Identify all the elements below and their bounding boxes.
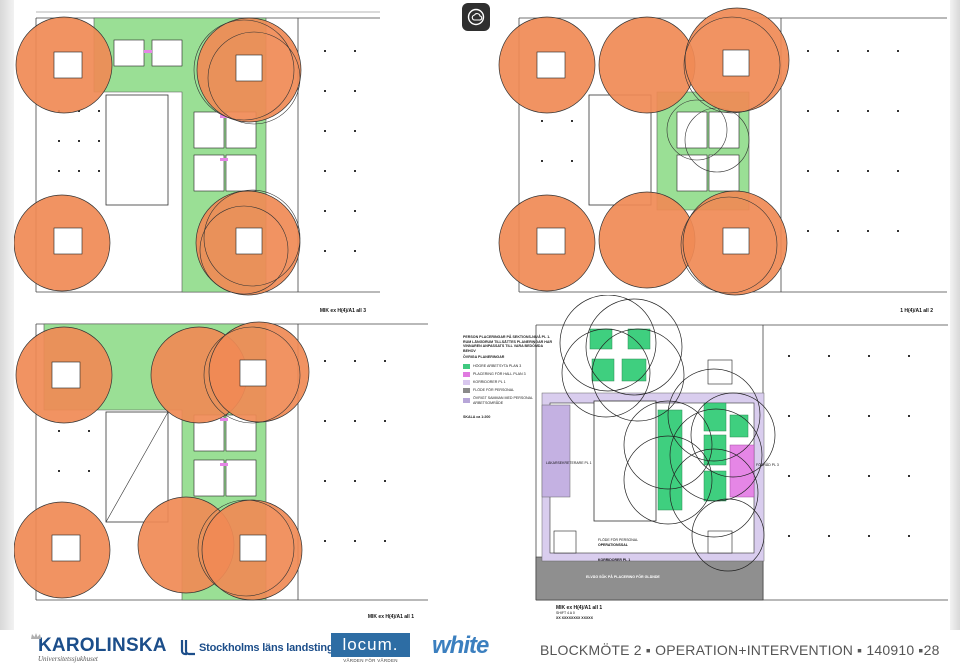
corridor-label: KORRIDORER PL 1 <box>598 558 631 562</box>
footer: KAROLINSKA Universitetssjukhuset Stockho… <box>0 630 960 667</box>
flow-label: FLÖDE FÖR PERSONAL <box>598 538 639 542</box>
karolinska-subtitle: Universitetssjukhuset <box>38 655 98 663</box>
legend-label: KORRIDORER PL 1 <box>473 380 506 385</box>
plan-caption: MIK ex H(4)/A1 all 1 <box>367 614 414 620</box>
sll-logo: Stockholms läns landsting <box>180 639 334 657</box>
share-cloud-button[interactable] <box>462 3 490 31</box>
plan-caption: MIK ex H(4)/A1 all 3 <box>319 308 366 314</box>
legend-item: FLÖDE FÖR PERSONAL <box>463 387 555 393</box>
legend-swatch <box>463 387 470 393</box>
locum-logo: locum. <box>331 633 410 657</box>
legend-item: HÖGRE ARBETSYTA PLAN 3 <box>463 363 555 369</box>
background-strip-right <box>950 0 960 630</box>
legend-label: PLACERING FÖR HALL PLAN 3 <box>473 372 526 377</box>
floor-plan-top-left: MIK ex H(4)/A1 all 3 <box>14 0 386 318</box>
floor-plan-top-right: 1 H(4)/A1 all 2 <box>497 0 953 318</box>
legend-swatch <box>463 398 470 404</box>
background-strip-left <box>0 0 14 630</box>
legend-label: FLÖDE FÖR PERSONAL <box>473 388 515 393</box>
right-area-label: FÖRRÅD PL 3 <box>756 463 779 467</box>
legend-note: PERSON PLACERINGAR PÅ SEKTIONS-NIVÅ PL 1… <box>463 335 553 353</box>
legend-swatch <box>463 379 470 385</box>
legend-label: ÖVRIGT SAMMAN MED PERSONAL ARBETSOMRÅDE <box>473 395 533 405</box>
legend-item: ÖVRIGT SAMMAN MED PERSONAL ARBETSOMRÅDE <box>463 396 555 405</box>
legend-swatch <box>463 363 470 369</box>
scale-label: SKALA ca 1:200 <box>463 415 491 420</box>
bottom-band-label: ELVÄG SÖK PÅ PLACERING FÖR GLÄNDE <box>586 575 660 579</box>
plan-caption-line3: XX XXXXXXXX XXXXX <box>556 616 593 620</box>
karolinska-logo: KAROLINSKA Universitetssjukhuset <box>31 633 167 663</box>
floor-plan-bottom-left: MIK ex H(4)/A1 all 1 <box>14 320 434 626</box>
white-logo: white <box>432 632 489 659</box>
plan-caption: MIK ex H(4)/A1 all 1 <box>556 605 603 611</box>
karolinska-crown-icon <box>31 633 41 639</box>
flow-sub-label: OPERATIONSSAL <box>598 543 628 547</box>
plan-caption: 1 H(4)/A1 all 2 <box>900 308 933 314</box>
left-area-label: LÄKARSEKRETERARE PL 1 <box>546 461 592 465</box>
legend-note-2: ÖVRIGA PLANERINGAR <box>463 355 505 360</box>
legend: PERSON PLACERINGAR PÅ SEKTIONS-NIVÅ PL 1… <box>463 335 555 420</box>
legend-item: KORRIDORER PL 1 <box>463 379 555 385</box>
sll-wordmark: Stockholms läns landsting <box>199 642 334 654</box>
sll-logo-icon <box>180 640 195 656</box>
legend-swatch <box>463 371 470 377</box>
share-cloud-icon <box>467 8 485 26</box>
locum-subtitle: VÅRDEN FÖR VÅRDEN <box>343 658 398 663</box>
legend-item: PLACERING FÖR HALL PLAN 3 <box>463 371 555 377</box>
presentation-title: BLOCKMÖTE 2 ▪ OPERATION+INTERVENTION ▪ 1… <box>540 642 940 658</box>
karolinska-wordmark: KAROLINSKA <box>38 635 167 656</box>
plan-sub-caption: SHIFT 4 A 0 <box>556 611 575 615</box>
legend-label: HÖGRE ARBETSYTA PLAN 3 <box>473 364 522 369</box>
floor-plan-bottom-right: LÄKARSEKRETERARE PL 1 FÖRRÅD PL 3 FLÖDE … <box>528 295 953 626</box>
